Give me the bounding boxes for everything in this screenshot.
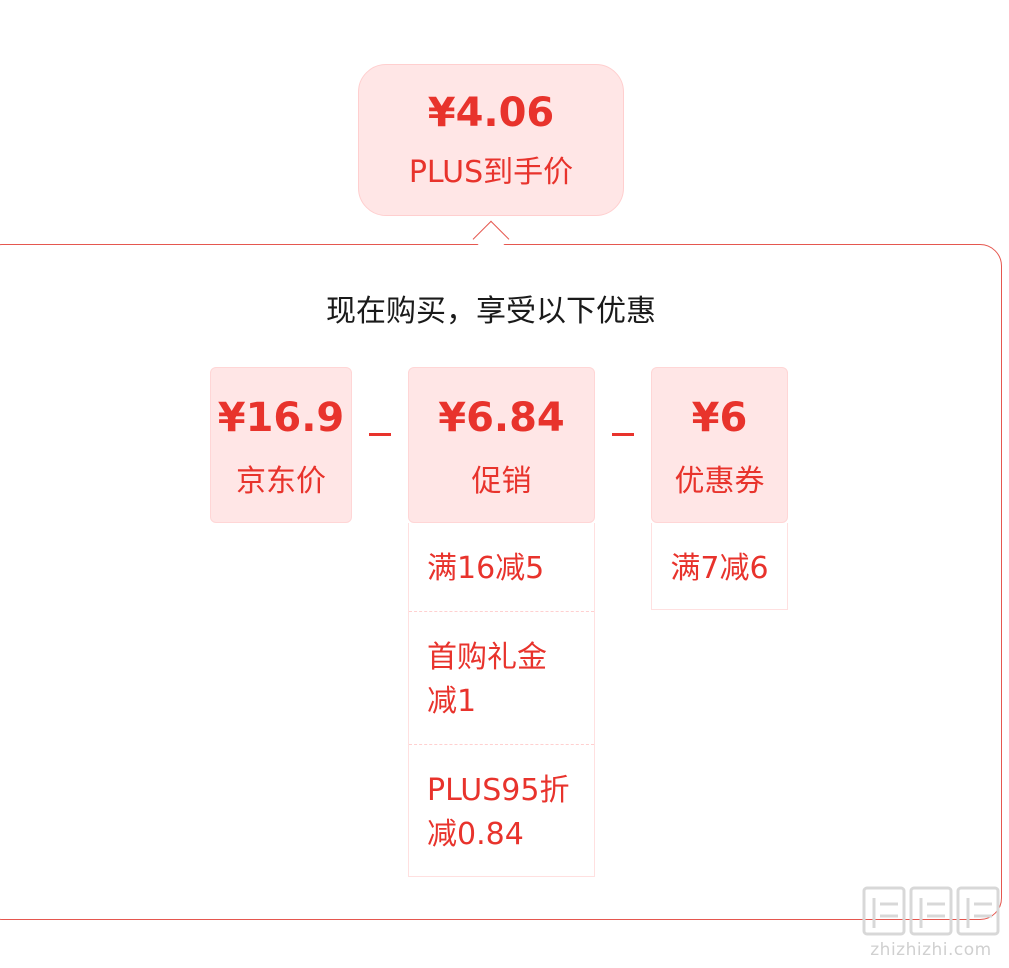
promotion-label: 促销 (471, 464, 532, 499)
promotion-amount: ¥6.84 (438, 395, 565, 441)
minus-operator-icon (369, 433, 391, 436)
coupon-label: 优惠券 (674, 464, 765, 499)
promotion-item: 满16减5 (409, 547, 594, 591)
coupon-amount: ¥6 (691, 395, 748, 441)
promotion-item-text: 减0.84 (427, 817, 524, 852)
promotion-item-text: 满16减5 (427, 551, 545, 586)
panel-title: 现在购买，享受以下优惠 (326, 294, 656, 329)
plus-price-amount: ¥4.06 (427, 90, 555, 136)
jd-price-card: ¥16.9 京东价 (210, 367, 352, 523)
coupon-item-text: 满7减6 (670, 551, 769, 586)
watermark-logo-icon (862, 886, 1000, 936)
promotion-item: 首购礼金 减1 (409, 636, 594, 724)
promotion-card: ¥6.84 促销 (408, 367, 595, 523)
promotion-item-text: PLUS95折 (427, 773, 570, 808)
site-watermark: zhizhizhi.com (858, 884, 1004, 964)
plus-price-badge: ¥4.06 PLUS到手价 (358, 64, 624, 216)
promotion-item: PLUS95折 减0.84 (409, 769, 594, 857)
jd-price-label: 京东价 (236, 464, 326, 499)
coupon-card: ¥6 优惠券 (651, 367, 788, 523)
jd-price-amount: ¥16.9 (217, 395, 345, 441)
plus-price-label: PLUS到手价 (408, 155, 574, 190)
promotion-item-text: 减1 (427, 684, 477, 719)
promotion-detail-list: 满16减5 首购礼金 减1 PLUS95折 减0.84 (408, 523, 595, 877)
dashed-divider (409, 744, 594, 745)
coupon-item: 满7减6 (652, 547, 787, 591)
promotion-item-text: 首购礼金 (427, 640, 547, 675)
minus-operator-icon (612, 433, 634, 436)
watermark-site-text: zhizhizhi.com (870, 940, 992, 960)
dashed-divider (409, 611, 594, 612)
coupon-detail-list: 满7减6 (651, 523, 788, 610)
